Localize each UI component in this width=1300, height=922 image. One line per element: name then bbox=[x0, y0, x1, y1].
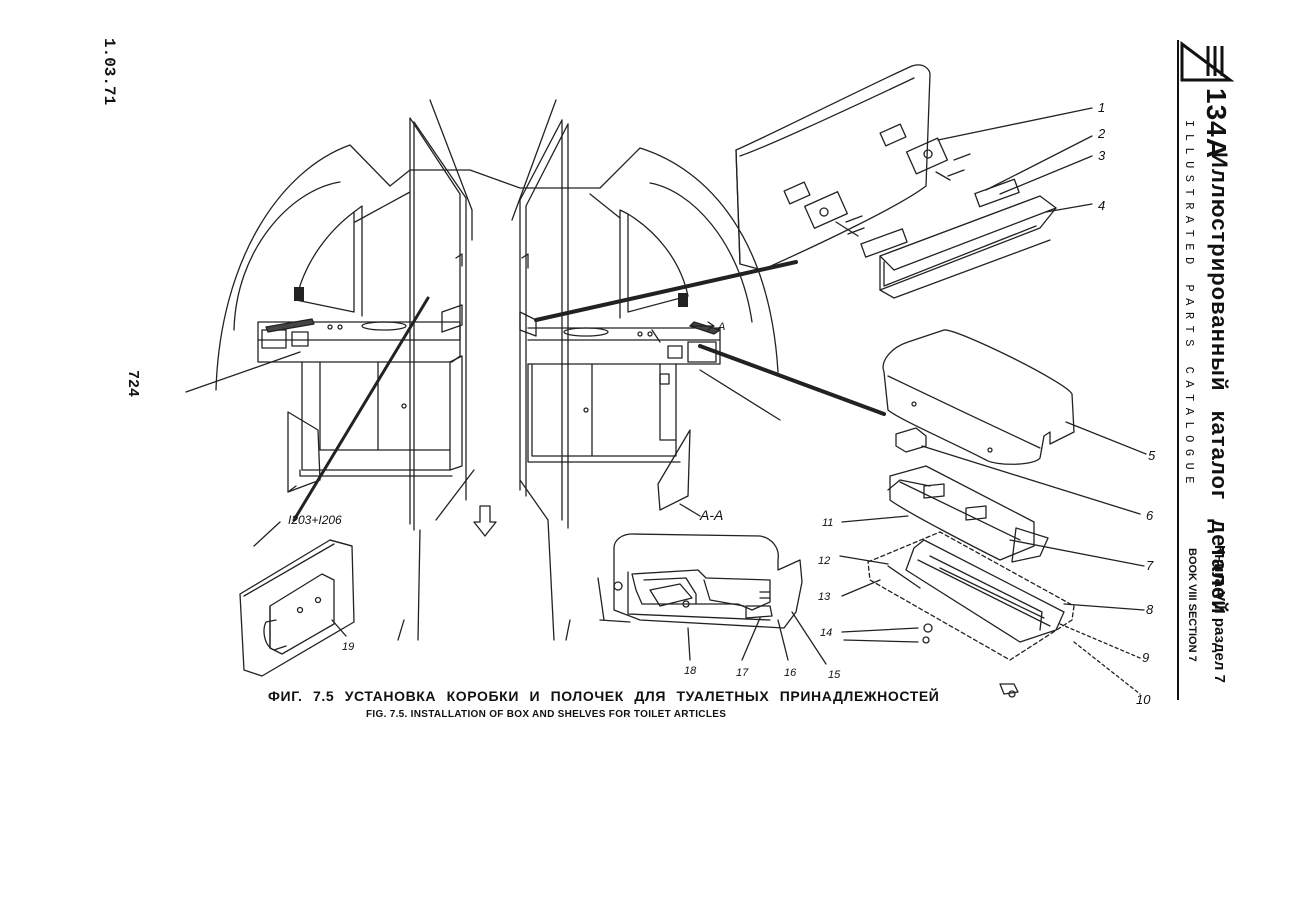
catalog-logo bbox=[1180, 41, 1234, 82]
callout-14: 14 bbox=[820, 627, 832, 639]
callout-19: 19 bbox=[342, 641, 354, 653]
figure-caption-en: FIG. 7.5. INSTALLATION OF BOX AND SHELVE… bbox=[366, 709, 727, 720]
leader-to-shelf-detail bbox=[534, 260, 798, 322]
right-door-panels bbox=[511, 99, 571, 641]
section-aa-detail bbox=[597, 533, 803, 629]
callout-17: 17 bbox=[736, 667, 749, 679]
ceiling-line bbox=[389, 169, 601, 189]
right-washstand bbox=[519, 209, 721, 511]
callout-15: 15 bbox=[828, 669, 841, 681]
left-washstand bbox=[257, 205, 463, 493]
leader-to-holder-detail bbox=[292, 296, 430, 522]
callout-16: 16 bbox=[784, 667, 797, 679]
callout-4: 4 bbox=[1098, 198, 1105, 213]
callout-18: 18 bbox=[684, 665, 697, 677]
header-rule bbox=[1177, 40, 1179, 700]
box-detail bbox=[867, 329, 1075, 698]
fuselage-arches-left bbox=[185, 144, 391, 393]
left-door-panels bbox=[397, 99, 475, 641]
callout-5: 5 bbox=[1148, 448, 1156, 463]
callout-1: 1 bbox=[1098, 100, 1105, 115]
callout-10: 10 bbox=[1136, 692, 1151, 707]
section-marker-arrow bbox=[689, 321, 715, 331]
aisle-arrow bbox=[473, 505, 497, 537]
callout-2: 2 bbox=[1097, 126, 1106, 141]
shelf-detail bbox=[735, 64, 1057, 299]
callout-3: 3 bbox=[1098, 148, 1106, 163]
leader-to-box-detail bbox=[698, 344, 886, 416]
callout-numbers: 1 2 3 4 5 6 7 8 9 10 11 12 13 14 15 16 1… bbox=[288, 100, 1156, 707]
callout-9: 9 bbox=[1142, 650, 1149, 665]
callout-6: 6 bbox=[1146, 508, 1154, 523]
callout-7: 7 bbox=[1146, 558, 1154, 573]
callout-13: 13 bbox=[818, 591, 831, 603]
callout-8: 8 bbox=[1146, 602, 1154, 617]
section-marker-a: A bbox=[717, 321, 725, 333]
section-label-aa: A-A bbox=[699, 507, 723, 523]
callout-11: 11 bbox=[822, 517, 833, 529]
ref-label-i203: I203+I206 bbox=[288, 513, 342, 527]
fuselage-arches-right bbox=[599, 147, 781, 421]
callout-12: 12 bbox=[818, 555, 830, 567]
holder-detail bbox=[239, 539, 355, 677]
figure-caption-ru: ФИГ. 7.5 УСТАНОВКА КОРОБКИ И ПОЛОЧЕК ДЛЯ… bbox=[268, 688, 940, 704]
